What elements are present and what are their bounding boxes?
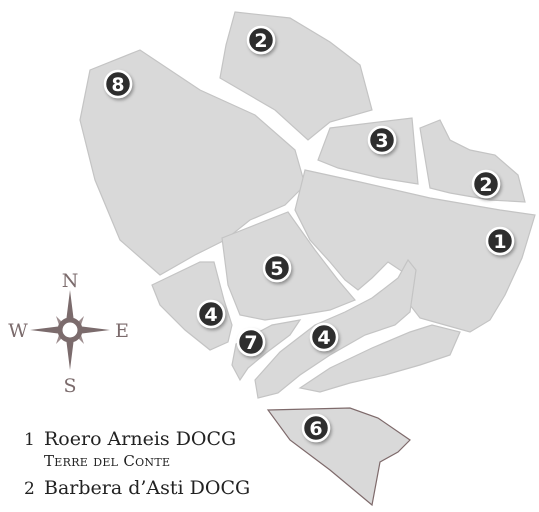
badge-2-top: 2 [246, 25, 276, 55]
compass-west-label: W [8, 320, 28, 342]
legend-subtitle: Terre del Conte [44, 452, 171, 470]
badge-4-right: 4 [309, 322, 339, 352]
badge-3: 3 [367, 125, 397, 155]
legend-text: Roero Arneis DOCG Terre del Conte [44, 428, 236, 471]
legend-number: 1 [24, 430, 35, 450]
badge-4-left-label: 4 [204, 304, 217, 326]
compass-arm-east [78, 326, 110, 334]
badge-6-label: 6 [309, 418, 322, 440]
parcel-2-right[interactable] [419, 119, 526, 203]
badge-7-label: 7 [244, 332, 257, 354]
badge-4-left: 4 [196, 299, 226, 329]
parcel-4-right-lower[interactable] [298, 324, 461, 393]
legend-item-1: 1 Roero Arneis DOCG Terre del Conte [24, 428, 284, 471]
compass-ring [57, 317, 83, 343]
badge-5-label: 5 [270, 258, 283, 280]
parcel-6[interactable] [266, 407, 411, 507]
compass-rose: N S W E [8, 270, 129, 397]
parcel-3[interactable] [317, 117, 419, 185]
compass-south-label: S [63, 375, 76, 397]
parcel-8[interactable] [79, 49, 306, 276]
legend-number: 2 [24, 479, 35, 499]
badge-3-label: 3 [375, 130, 388, 152]
badge-4-right-label: 4 [317, 327, 330, 349]
compass-arm-south [66, 338, 74, 370]
compass-east-label: E [115, 320, 129, 342]
legend-name: Roero Arneis DOCG [44, 428, 237, 450]
badge-6: 6 [301, 413, 331, 443]
badge-2-right: 2 [471, 169, 501, 199]
map-legend: 1 Roero Arneis DOCG Terre del Conte 2 Ba… [24, 428, 284, 506]
badge-1: 1 [485, 226, 515, 256]
badge-2-top-label: 2 [254, 30, 267, 52]
legend-text: Barbera d’Asti DOCG [44, 477, 250, 500]
badge-7: 7 [236, 327, 266, 357]
badge-1-label: 1 [493, 231, 506, 253]
legend-name: Barbera d’Asti DOCG [44, 477, 251, 499]
parcel-7[interactable] [231, 319, 302, 382]
parcel-1[interactable] [294, 169, 536, 333]
badge-5: 5 [262, 253, 292, 283]
compass-arm-west [30, 326, 62, 334]
badge-8-label: 8 [111, 74, 124, 96]
legend-item-2: 2 Barbera d’Asti DOCG [24, 477, 284, 500]
badge-2-right-label: 2 [479, 174, 492, 196]
compass-north-label: N [62, 270, 79, 292]
compass-arm-north [66, 290, 74, 322]
badge-8: 8 [103, 69, 133, 99]
